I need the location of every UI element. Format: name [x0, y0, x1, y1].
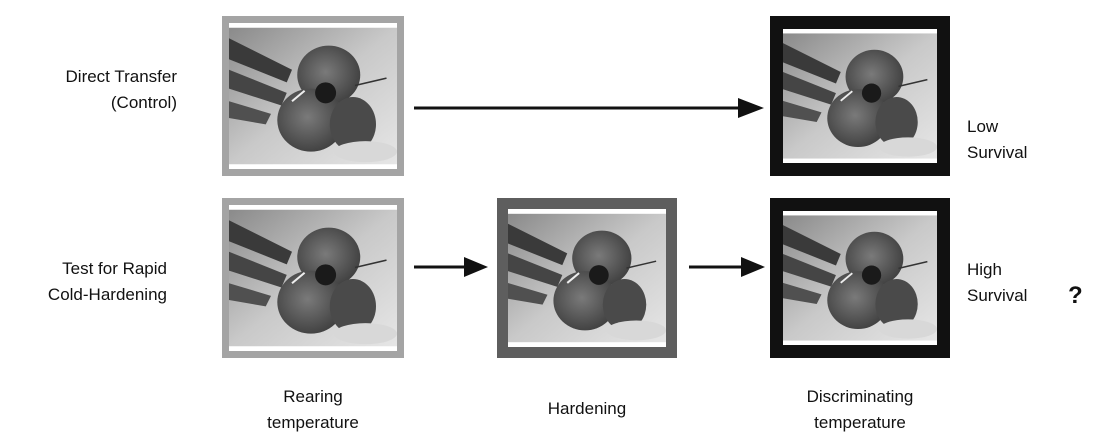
column-label-line2: temperature — [760, 410, 960, 436]
column-label-line1: Discriminating — [760, 384, 960, 410]
outcome-line2: Survival — [967, 140, 1027, 166]
arrow-direct-transfer — [414, 96, 766, 120]
column-label-line1: Hardening — [497, 396, 677, 422]
column-label-rearing: Rearing temperature — [233, 384, 393, 436]
outcome-line2: Survival — [967, 283, 1027, 309]
row-label-line1: Direct Transfer — [0, 64, 177, 90]
discriminating-image-row1 — [770, 16, 950, 176]
row-label-line2: Cold-Hardening — [0, 282, 167, 308]
rearing-image-row2 — [222, 198, 404, 358]
discriminating-image-row2 — [770, 198, 950, 358]
column-label-hardening: Hardening — [497, 396, 677, 422]
outcome-line1: High — [967, 257, 1027, 283]
outcome-high-survival: High Survival — [967, 257, 1027, 309]
row-label-test: Test for Rapid Cold-Hardening — [0, 256, 167, 308]
question-mark: ? — [1068, 282, 1083, 310]
row-label-line1: Test for Rapid — [0, 256, 167, 282]
column-label-line2: temperature — [233, 410, 393, 436]
arrow-rearing-to-hardening — [414, 255, 490, 279]
column-label-discriminating: Discriminating temperature — [760, 384, 960, 436]
hardening-image-row2 — [497, 198, 677, 358]
column-label-line1: Rearing — [233, 384, 393, 410]
rearing-image-row1 — [222, 16, 404, 176]
outcome-line1: Low — [967, 114, 1027, 140]
outcome-low-survival: Low Survival — [967, 114, 1027, 166]
arrow-hardening-to-discriminating — [689, 255, 767, 279]
row-label-line2: (Control) — [0, 90, 177, 116]
row-label-control: Direct Transfer (Control) — [0, 64, 177, 116]
